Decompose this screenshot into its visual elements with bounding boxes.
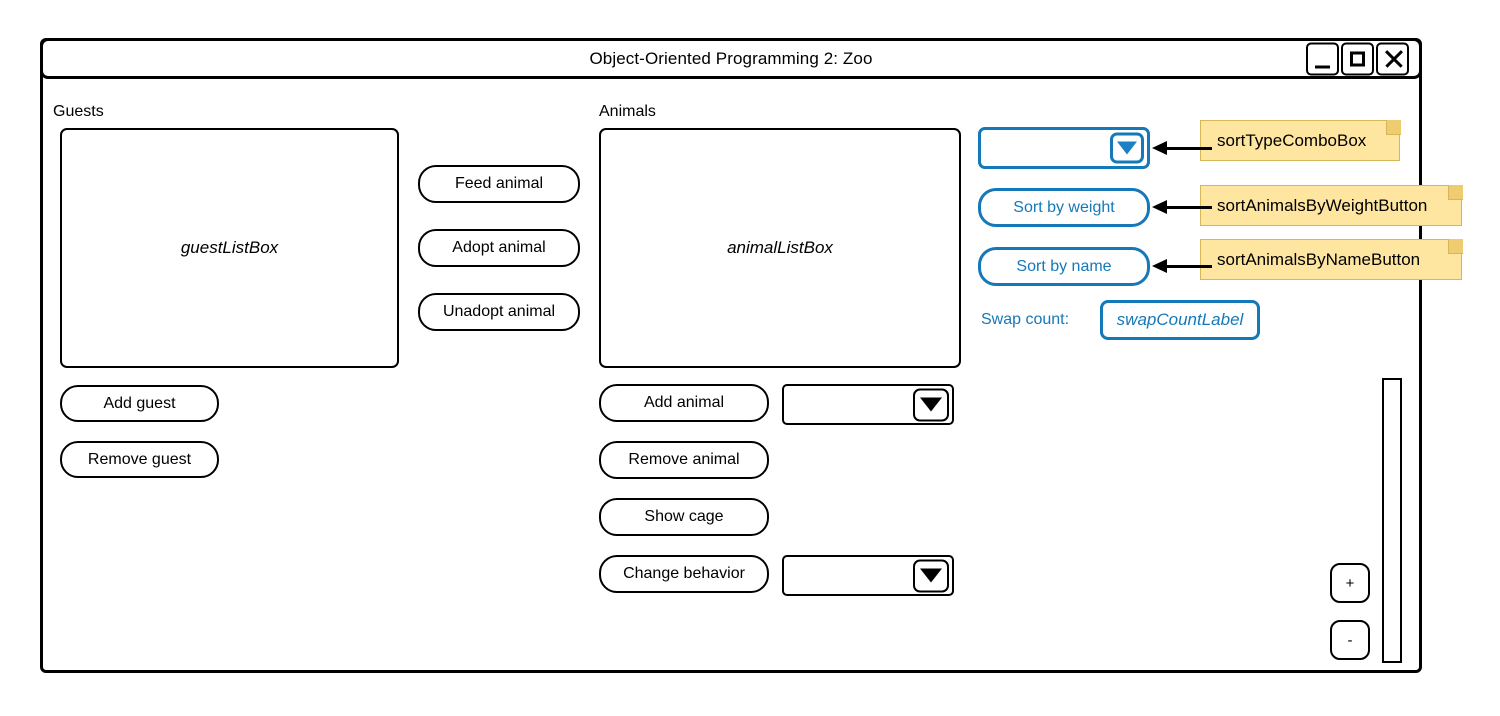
change-behavior-combobox[interactable] <box>782 555 954 596</box>
swap-count-value-box: swapCountLabel <box>1100 300 1260 340</box>
annotation-arrow-sort-type-combobox <box>1152 141 1212 155</box>
animals-section-label: Animals <box>599 103 656 120</box>
arrow-shaft <box>1164 205 1212 209</box>
arrow-head-icon <box>1152 141 1167 155</box>
add-guest-label: Add guest <box>103 394 176 412</box>
sort-animals-by-name-button[interactable]: Sort by name <box>978 247 1150 286</box>
annotation-text: sortAnimalsByNameButton <box>1217 249 1421 269</box>
adopt-animal-button[interactable]: Adopt animal <box>418 229 580 267</box>
change-behavior-button[interactable]: Change behavior <box>599 555 769 593</box>
maximize-icon <box>1350 51 1365 66</box>
close-icon <box>1383 49 1403 69</box>
note-fold-icon <box>1447 238 1463 254</box>
chevron-down-icon <box>920 568 942 583</box>
change-behavior-combobox-button[interactable] <box>913 559 949 592</box>
maximize-button[interactable] <box>1341 42 1374 75</box>
vertical-scrollbar[interactable] <box>1382 378 1402 663</box>
annotation-note-sort-by-weight-button: sortAnimalsByWeightButton <box>1200 184 1463 226</box>
arrow-shaft <box>1164 146 1212 150</box>
animal-list-box[interactable]: animalListBox <box>599 128 961 368</box>
adopt-animal-label: Adopt animal <box>452 239 546 256</box>
sort-by-weight-label: Sort by weight <box>1013 198 1115 216</box>
remove-guest-button[interactable]: Remove guest <box>60 441 219 478</box>
annotation-text: sortAnimalsByWeightButton <box>1217 195 1428 215</box>
remove-animal-button[interactable]: Remove animal <box>599 441 769 479</box>
window-title: Object-Oriented Programming 2: Zoo <box>589 48 873 68</box>
sort-type-combobox-button[interactable] <box>1110 132 1144 164</box>
add-guest-button[interactable]: Add guest <box>60 385 219 422</box>
feed-animal-label: Feed animal <box>454 175 544 192</box>
plus-icon: + <box>1345 574 1355 592</box>
add-animal-type-combobox[interactable] <box>782 384 954 425</box>
sort-type-combobox[interactable] <box>978 127 1150 169</box>
arrow-head-icon <box>1152 200 1167 214</box>
minus-icon: - <box>1347 631 1353 649</box>
add-animal-label: Add animal <box>643 394 725 411</box>
guest-list-box[interactable]: guestListBox <box>60 128 399 368</box>
unadopt-animal-label: Unadopt animal <box>442 303 556 320</box>
guest-list-box-placeholder: guestListBox <box>180 238 279 257</box>
feed-animal-button[interactable]: Feed animal <box>418 165 580 203</box>
show-cage-label: Show cage <box>644 508 724 525</box>
decrease-button[interactable]: - <box>1330 620 1370 660</box>
minimize-icon <box>1315 65 1330 68</box>
chevron-down-icon <box>920 397 942 412</box>
arrow-shaft <box>1164 264 1212 268</box>
swap-count-value: swapCountLabel <box>1116 310 1244 329</box>
annotation-arrow-sort-by-weight <box>1152 200 1212 214</box>
add-animal-combobox-button[interactable] <box>913 388 949 421</box>
guests-section-label: Guests <box>53 103 104 120</box>
add-animal-button[interactable]: Add animal <box>599 384 769 422</box>
remove-animal-label: Remove animal <box>628 451 740 468</box>
animal-list-box-placeholder: animalListBox <box>727 238 833 257</box>
arrow-head-icon <box>1152 259 1167 273</box>
annotation-text: sortTypeComboBox <box>1217 130 1367 150</box>
annotation-arrow-sort-by-name <box>1152 259 1212 273</box>
change-behavior-label: Change behavior <box>623 565 745 582</box>
show-cage-button[interactable]: Show cage <box>599 498 769 536</box>
window-title-bar: Object-Oriented Programming 2: Zoo <box>40 38 1422 79</box>
chevron-down-icon <box>1117 141 1137 155</box>
remove-guest-label: Remove guest <box>87 450 192 468</box>
swap-count-label: Swap count: <box>981 311 1070 328</box>
unadopt-animal-button[interactable]: Unadopt animal <box>418 293 580 331</box>
sort-animals-by-weight-button[interactable]: Sort by weight <box>978 188 1150 227</box>
note-fold-icon <box>1447 184 1463 200</box>
note-fold-icon <box>1385 119 1401 135</box>
sort-by-name-label: Sort by name <box>1016 257 1112 275</box>
increase-button[interactable]: + <box>1330 563 1370 603</box>
minimize-button[interactable] <box>1306 42 1339 75</box>
close-button[interactable] <box>1376 42 1409 75</box>
annotation-note-sort-by-name-button: sortAnimalsByNameButton <box>1200 238 1463 280</box>
annotation-note-sort-type-combobox: sortTypeComboBox <box>1200 119 1401 161</box>
window-controls <box>1306 42 1409 75</box>
